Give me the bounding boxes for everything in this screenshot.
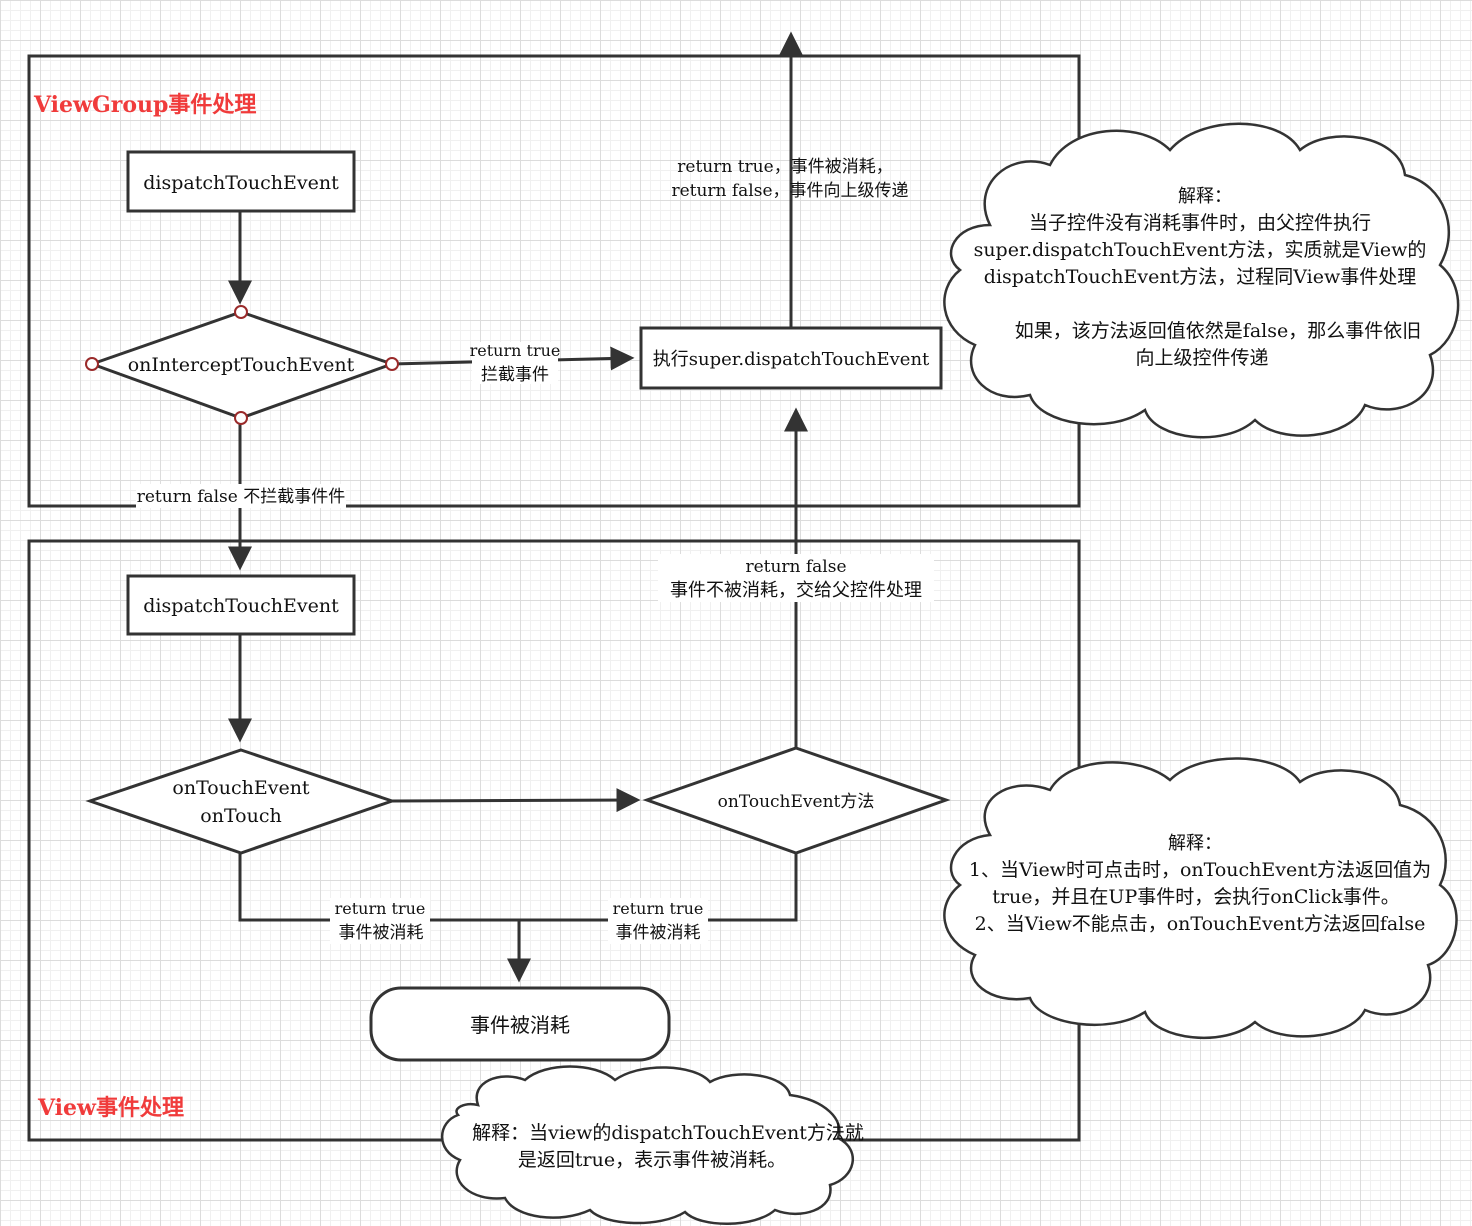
super-dispatch-node: 执行super.dispatchTouchEvent — [639, 326, 943, 390]
intercept-decision-label: onInterceptTouchEvent — [128, 354, 355, 376]
viewgroup-container — [27, 54, 1081, 508]
cloud1-line-1: 解释： — [1178, 186, 1232, 207]
cloud3-line-1: 解释：当view的dispatchTouchEvent方法就 — [472, 1122, 864, 1144]
note-cloud-consumed — [441, 1065, 854, 1225]
ontouchevent-method-node: onTouchEvent方法 — [642, 746, 951, 855]
viewgroup-dispatch-node: dispatchTouchEvent — [126, 150, 356, 213]
cloud2-line-2: 1、当View时可点击时，onTouchEvent方法返回值为 — [969, 859, 1431, 881]
note-cloud-ontouchevent-text: 解释： 1、当View时可点击时，onTouchEvent方法返回值为 true… — [969, 833, 1431, 935]
view-dispatch-label: dispatchTouchEvent — [143, 595, 339, 617]
cloud1-line-6: 如果，该方法返回值依然是false，那么事件依旧 — [1015, 320, 1421, 342]
viewgroup-section-title: ViewGroup事件处理 — [33, 92, 256, 118]
port-top — [234, 305, 248, 319]
view-false-label-bg — [658, 554, 934, 602]
consumed-terminal-node: 事件被消耗 — [369, 986, 671, 1062]
note-cloud-consumed-text: 解释：当view的dispatchTouchEvent方法就 是返回true，表… — [472, 1122, 864, 1171]
super-dispatch-label: 执行super.dispatchTouchEvent — [653, 349, 930, 370]
cloud2-line-3: true，并且在UP事件时，会执行onClick事件。 — [992, 886, 1400, 908]
note-cloud-viewgroup — [943, 122, 1460, 439]
right-true-label-bg — [608, 898, 708, 944]
top-return-label-1: return true，事件被消耗， — [677, 157, 892, 177]
top-return-label-2: return false，事件向上级传递 — [671, 181, 908, 201]
view-dispatch-node: dispatchTouchEvent — [126, 574, 356, 636]
right-true-label-2: 事件被消耗 — [616, 923, 701, 943]
intercept-true-label-bg — [472, 342, 558, 384]
intercept-true-label-1: return true — [470, 341, 561, 360]
left-true-label-bg — [330, 898, 430, 944]
cloud2-line-1: 解释： — [1168, 833, 1222, 854]
cloud1-line-7: 向上级控件传递 — [1135, 347, 1268, 369]
intercept-true-label-2: 拦截事件 — [481, 365, 549, 385]
note-cloud-viewgroup-text: 解释： 当子控件没有消耗事件时，由父控件执行 super.dispatchTou… — [974, 186, 1427, 369]
ontouch-decision-node: onTouchEvent onTouch — [85, 748, 397, 855]
cloud1-line-4: dispatchTouchEvent方法，过程同View事件处理 — [984, 266, 1416, 288]
cloud3-line-2: 是返回true，表示事件被消耗。 — [518, 1149, 786, 1171]
port-left — [85, 357, 99, 371]
cloud1-line-3: super.dispatchTouchEvent方法，实质就是View的 — [974, 239, 1427, 261]
view-false-label-2: 事件不被消耗，交给父控件处理 — [670, 580, 922, 601]
intercept-false-label: return false 不拦截事件件 — [137, 487, 346, 507]
intercept-decision-node: onInterceptTouchEvent — [85, 305, 399, 425]
view-false-label-1: return false — [745, 557, 846, 577]
viewgroup-dispatch-label: dispatchTouchEvent — [143, 172, 339, 194]
ontouch-decision-line2: onTouch — [200, 805, 281, 827]
left-true-label-2: 事件被消耗 — [339, 923, 424, 943]
cloud2-line-4: 2、当View不能点击，onTouchEvent方法返回false — [975, 913, 1426, 935]
port-right — [385, 357, 399, 371]
left-true-label-1: return true — [335, 899, 426, 918]
note-cloud-ontouchevent — [943, 757, 1458, 1040]
intercept-false-label-bg — [136, 484, 346, 508]
consumed-terminal-label: 事件被消耗 — [470, 1013, 570, 1037]
right-true-label-1: return true — [613, 899, 704, 918]
view-section-title: View事件处理 — [37, 1095, 184, 1121]
cloud1-line-2: 当子控件没有消耗事件时，由父控件执行 — [1029, 212, 1371, 234]
edge-ontouch-to-method — [391, 788, 641, 813]
port-bottom — [234, 411, 248, 425]
ontouch-decision-line1: onTouchEvent — [172, 777, 310, 799]
ontouchevent-method-label: onTouchEvent方法 — [718, 792, 875, 812]
